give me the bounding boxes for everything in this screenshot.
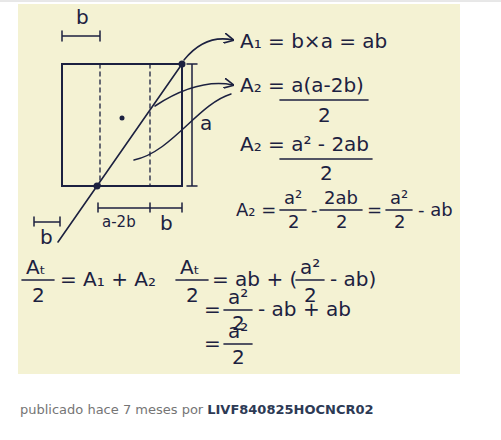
fraction-part: 2 bbox=[186, 284, 199, 307]
fraction-part: 2 bbox=[394, 212, 405, 233]
fraction-part: Aₜ bbox=[26, 256, 46, 279]
leader-arrow bbox=[155, 84, 233, 106]
square bbox=[62, 64, 182, 186]
dimension-label: b bbox=[160, 212, 173, 235]
diagonal-line bbox=[58, 64, 182, 242]
dimension-bracket bbox=[187, 64, 197, 186]
dimension-label: a bbox=[200, 112, 212, 135]
dimension-label: b bbox=[76, 6, 89, 29]
author-link: LIVF840825HOCNCR02 bbox=[207, 403, 373, 418]
dashed-line bbox=[149, 64, 150, 186]
equation-text: - ab bbox=[418, 200, 453, 221]
ink-drawing bbox=[22, 31, 412, 344]
dashed-line bbox=[99, 64, 100, 186]
fraction-part: 2 bbox=[232, 346, 245, 369]
leader-line bbox=[134, 94, 231, 160]
fraction-part: 2 bbox=[288, 212, 299, 233]
equation-text: A₂ = a² - 2ab bbox=[240, 133, 369, 156]
equation-text: = ab + ( bbox=[212, 268, 297, 291]
fraction-part: 2 bbox=[320, 162, 333, 185]
dimension-bracket bbox=[62, 31, 100, 41]
equation-text: = bbox=[204, 332, 221, 355]
equation-text: A₂ = bbox=[236, 200, 276, 221]
dots bbox=[94, 61, 186, 190]
equation-text: = bbox=[367, 200, 382, 221]
equation-text: A₂ = a(a-2b) bbox=[240, 74, 364, 97]
equation-text: - ab) bbox=[330, 268, 376, 291]
equation-text: A₁ = b×a = ab bbox=[240, 30, 387, 53]
equation-text: = A₁ + A₂ bbox=[60, 268, 156, 291]
fraction-bars bbox=[22, 100, 412, 344]
fraction-part: 2 bbox=[32, 284, 45, 307]
leader-arrow bbox=[184, 39, 233, 60]
dimension-label: b bbox=[40, 226, 53, 249]
fraction-part: a² bbox=[228, 286, 248, 309]
equation-text: - ab + ab bbox=[258, 298, 351, 321]
dimension-label: a-2b bbox=[102, 214, 136, 231]
fraction-part: a² bbox=[300, 256, 320, 279]
equation-text: = bbox=[204, 298, 221, 321]
fraction-part: a² bbox=[284, 188, 302, 209]
fraction-part: 2ab bbox=[324, 188, 358, 209]
fraction-part: Aₜ bbox=[180, 256, 200, 279]
equation-text: - bbox=[311, 200, 318, 221]
fraction-part: 2 bbox=[336, 212, 347, 233]
fraction-part: a² bbox=[228, 320, 248, 343]
paper-photo bbox=[18, 4, 460, 374]
dimension-bracket bbox=[98, 203, 182, 212]
fraction-part: 2 bbox=[318, 104, 331, 127]
dimension-bracket bbox=[34, 217, 60, 226]
caption-text: publicado hace 7 meses por bbox=[20, 403, 203, 418]
top-rule bbox=[0, 1, 501, 2]
fraction-part: a² bbox=[390, 188, 408, 209]
